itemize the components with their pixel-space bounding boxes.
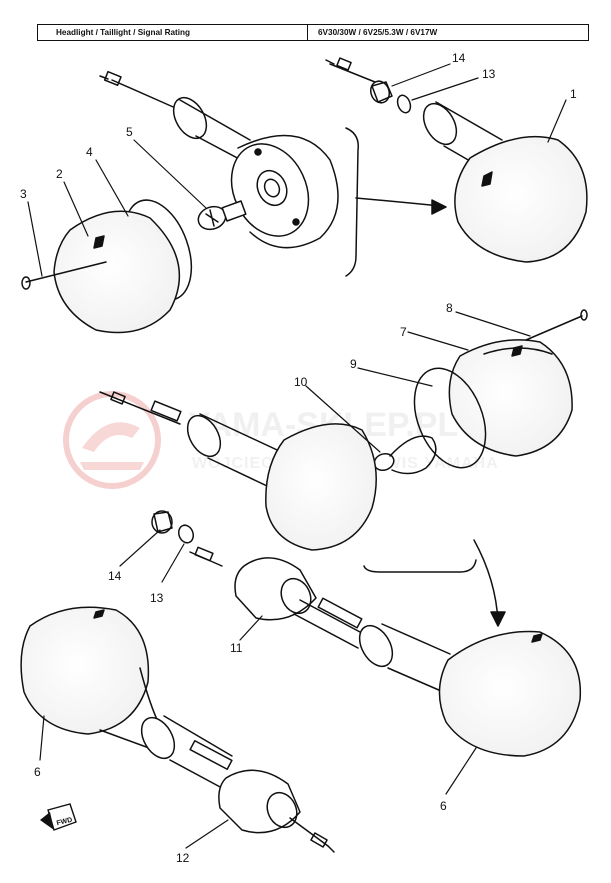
callout-6-left: 6: [34, 765, 41, 779]
watermark-logo-mark: [82, 422, 140, 452]
wire-connector: [99, 70, 181, 111]
washer-13: [177, 524, 195, 544]
upper-right-assembly: [325, 57, 588, 263]
gasket-9: [413, 367, 487, 469]
callout-13-top: 13: [482, 67, 496, 81]
bulb-10: [373, 435, 437, 475]
callout-4: 4: [86, 145, 93, 159]
stalk: [422, 101, 503, 177]
callout-labels: 1 2 3 4 5 14 13 7 8 9 10 14 13 11 6 6 12: [20, 51, 577, 865]
callout-14-lower: 14: [108, 569, 122, 583]
assembly-arrow: [355, 197, 441, 207]
stalk: [172, 96, 261, 171]
group-bracket: [345, 127, 359, 277]
callout-8: 8: [446, 301, 453, 315]
callout-2: 2: [56, 167, 63, 181]
washer-13: [396, 94, 412, 114]
spec-label: Headlight / Taillight / Signal Rating: [38, 25, 308, 40]
spec-table: Headlight / Taillight / Signal Rating 6V…: [37, 24, 589, 41]
callout-9: 9: [350, 357, 357, 371]
lens-2: [53, 210, 181, 334]
callout-12: 12: [176, 851, 190, 865]
screw-8: [525, 309, 588, 341]
lens-7: [448, 339, 573, 457]
screw-3: [21, 261, 107, 290]
callout-14-top: 14: [452, 51, 466, 65]
signal-body: [265, 423, 377, 551]
bulb-5: [197, 200, 247, 231]
lower-assembly: [20, 510, 582, 853]
callout-3: 3: [20, 187, 27, 201]
callout-10: 10: [294, 375, 308, 389]
stalk-left: [99, 667, 233, 789]
fwd-arrow-icon: FWD: [40, 803, 77, 831]
middle-assembly: [99, 309, 588, 627]
stalk: [186, 413, 291, 495]
mount-11: [234, 557, 317, 621]
callout-13-lower: 13: [150, 591, 164, 605]
assembly-arrow: [473, 539, 499, 623]
wire-connector: [189, 546, 223, 567]
signal-body-6-right: [438, 630, 582, 757]
watermark-logo-ring: [63, 391, 161, 489]
housing-base: [230, 134, 339, 249]
wire-connector: [325, 57, 381, 85]
callout-5: 5: [126, 125, 133, 139]
wire-connector: [99, 391, 182, 425]
callout-7: 7: [400, 325, 407, 339]
signal-body-1: [454, 135, 588, 263]
nut-14: [151, 510, 173, 534]
callout-11: 11: [230, 641, 243, 655]
wire-connector: [289, 817, 335, 853]
stalk-right: [293, 597, 451, 695]
callout-6-right: 6: [440, 799, 447, 813]
callout-1: 1: [570, 87, 577, 101]
leader-lines: [27, 63, 567, 849]
upper-left-assembly: [21, 70, 447, 334]
nut-14: [369, 80, 393, 104]
group-bracket: [363, 559, 477, 573]
fwd-label: FWD: [56, 817, 73, 828]
signal-body-6-left: [20, 606, 150, 735]
mount-12: [218, 769, 301, 834]
spec-value: 6V30/30W / 6V25/5.3W / 6V17W: [318, 28, 438, 37]
